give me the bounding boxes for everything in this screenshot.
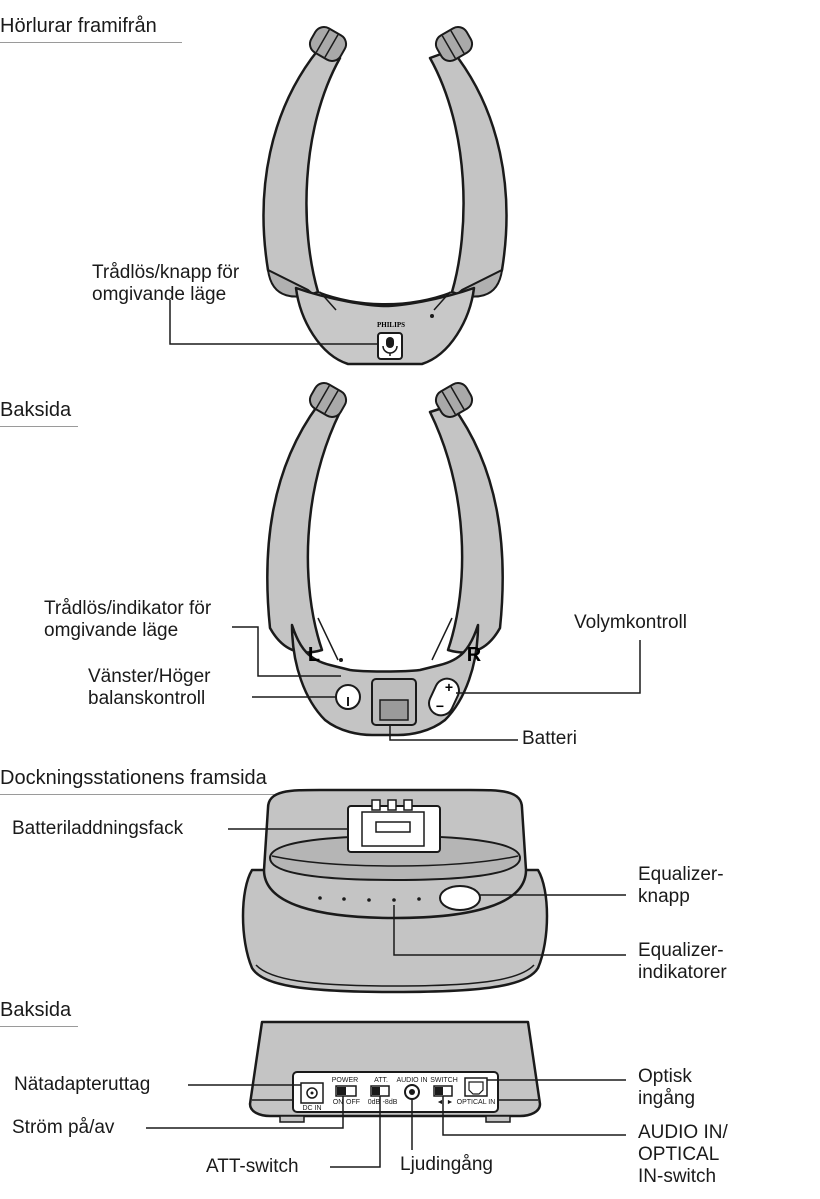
headphone-front bbox=[264, 23, 507, 364]
callout-balance-control: Vänster/Höger balanskontroll bbox=[88, 666, 211, 710]
volume-minus-icon: − bbox=[436, 698, 444, 714]
callout-charging-bay: Batteriladdningsfack bbox=[12, 818, 183, 840]
left-marking: L bbox=[308, 644, 320, 666]
callout-adapter-socket: Nätadapteruttag bbox=[14, 1074, 150, 1096]
brand-logo: PHILIPS bbox=[377, 321, 405, 329]
power-marking: POWER bbox=[332, 1077, 358, 1084]
off-marking: OFF bbox=[346, 1099, 360, 1106]
att-0db-marking: 0dB bbox=[368, 1099, 381, 1106]
att-marking: ATT. bbox=[374, 1077, 388, 1084]
switch-right-arrow-icon: ► bbox=[447, 1099, 454, 1106]
dock-front bbox=[243, 790, 547, 992]
dc-in-marking: DC IN bbox=[302, 1105, 321, 1112]
switch-marking: SWITCH bbox=[430, 1077, 458, 1084]
callout-wireless-button: Trådlös/knapp för omgivande läge bbox=[92, 262, 239, 306]
callout-volume-control: Volymkontroll bbox=[574, 612, 687, 634]
callout-att-switch: ATT-switch bbox=[206, 1156, 299, 1178]
headphone-back bbox=[267, 379, 502, 735]
att-8db-marking: -8dB bbox=[383, 1099, 398, 1106]
dock-back bbox=[250, 1022, 540, 1122]
optical-in-marking: OPTICAL IN bbox=[457, 1099, 496, 1106]
callout-eq-button: Equalizer- knapp bbox=[638, 864, 724, 908]
callout-battery: Batteri bbox=[522, 728, 577, 750]
callout-wireless-indicator: Trådlös/indikator för omgivande läge bbox=[44, 598, 211, 642]
callout-input-switch: AUDIO IN/ OPTICAL IN-switch bbox=[638, 1122, 728, 1188]
callout-optical-in: Optisk ingång bbox=[638, 1066, 695, 1110]
callout-eq-indicators: Equalizer- indikatorer bbox=[638, 940, 727, 984]
on-marking: ON bbox=[333, 1099, 344, 1106]
audio-in-marking: AUDIO IN bbox=[396, 1077, 427, 1084]
right-marking: R bbox=[467, 644, 482, 666]
volume-plus-icon: + bbox=[445, 679, 453, 695]
callout-audio-in: Ljudingång bbox=[400, 1154, 493, 1176]
callout-power-switch: Ström på/av bbox=[12, 1117, 114, 1139]
